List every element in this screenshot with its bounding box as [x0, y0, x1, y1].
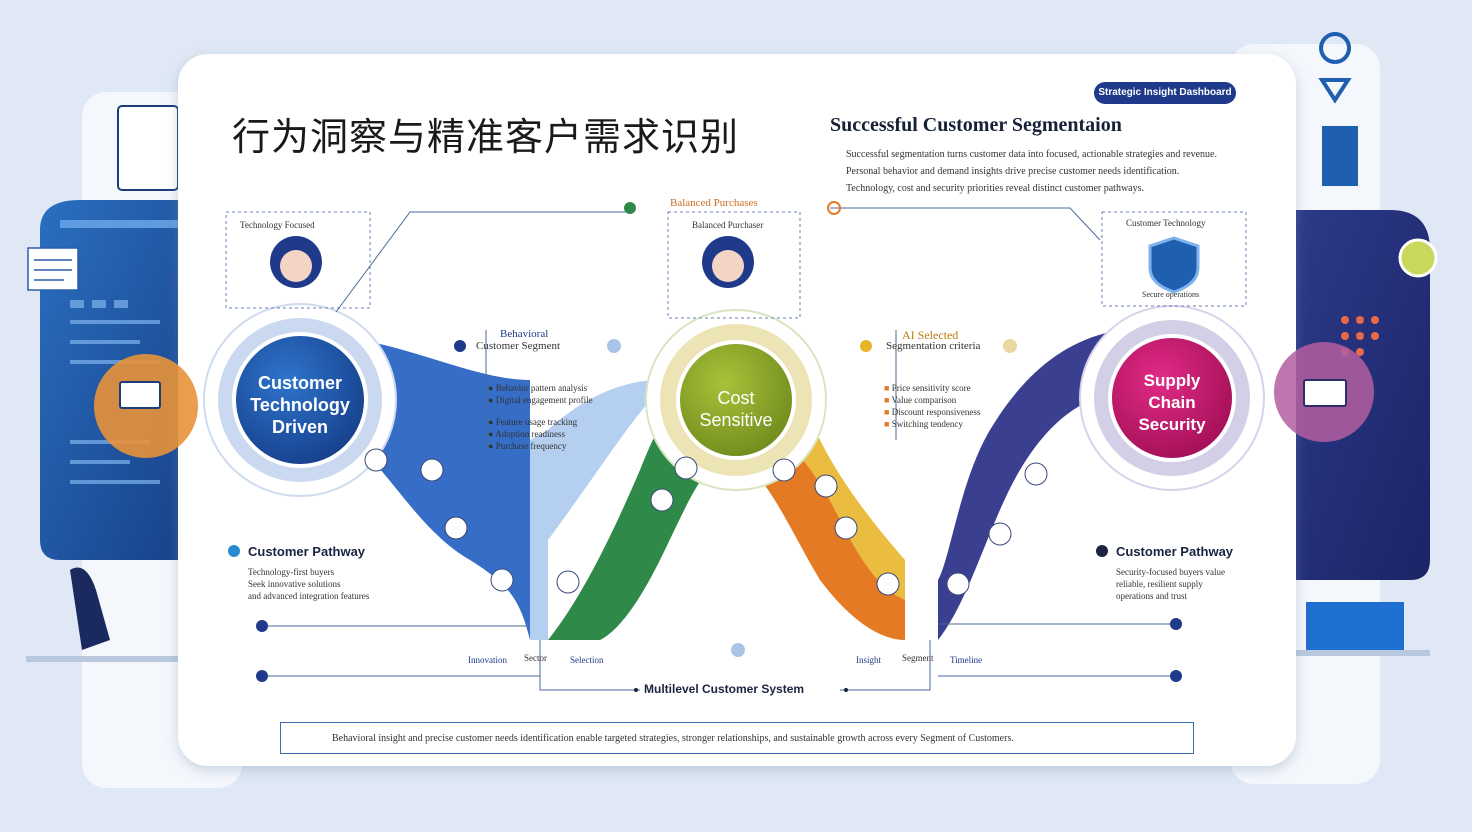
tech-persona-box	[225, 211, 371, 309]
right-pathway-text: Security-focused buyers value reliable, …	[1116, 566, 1225, 602]
cost-top-label: Balanced Purchases	[670, 197, 758, 209]
list-item: ● Purchase frequency	[488, 441, 567, 451]
mid-left-sub: Customer Segment	[476, 340, 561, 352]
mid-left-list: ● Behavior pattern analysis ● Digital en…	[488, 382, 593, 452]
mid-left-title: Behavioral	[500, 328, 549, 340]
bottom-label: Segment	[902, 653, 934, 663]
chart-icon	[1398, 238, 1438, 278]
pathway-line: Seek innovative solutions	[248, 579, 341, 589]
document-icon	[27, 247, 79, 291]
cost-persona-box	[667, 211, 801, 319]
supply-circle-label: Supply Chain Security	[1138, 371, 1206, 434]
pathway-line: reliable, resilient supply	[1116, 579, 1203, 589]
cost-circle	[676, 340, 796, 460]
bottom-label: Insight	[856, 655, 882, 665]
pathway-line: Security-focused buyers value	[1116, 567, 1225, 577]
supply-persona-box	[1101, 211, 1247, 307]
bottom-label: Selection	[570, 655, 604, 665]
right-box-icon	[1306, 602, 1404, 650]
list-item: ● Digital engagement profile	[488, 395, 593, 405]
list-item: ■ Switching tendency	[884, 419, 963, 429]
header-pill: Strategic Insight Dashboard	[1094, 82, 1236, 104]
pathway-line: and advanced integration features	[248, 591, 370, 601]
list-item: ● Feature usage tracking	[488, 417, 578, 427]
header-description: Successful segmentation turns customer d…	[846, 146, 1217, 197]
left-pathway-heading: Customer Pathway	[248, 544, 366, 559]
description-line: Technology, cost and security priorities…	[846, 183, 1145, 194]
description-line: Personal behavior and demand insights dr…	[846, 166, 1180, 177]
shield-icon	[1148, 236, 1200, 294]
tech-circle	[232, 332, 368, 468]
description-line: Successful segmentation turns customer d…	[846, 149, 1217, 160]
page-title-cn: 行为洞察与精准客户需求识别	[232, 115, 740, 159]
right-pathway-heading: Customer Pathway	[1116, 544, 1234, 559]
band-navy	[938, 330, 1120, 640]
left-pathway-text: Technology-first buyers Seek innovative …	[248, 566, 369, 602]
list-item: ● Adoption readiness	[488, 429, 565, 439]
shield-caption: Secure operations	[1142, 290, 1200, 299]
list-item: ● Behavior pattern analysis	[488, 383, 588, 393]
left-monitor-icon	[117, 105, 179, 191]
monitor-icon	[119, 381, 161, 409]
mid-right-sub: Segmentation criteria	[886, 340, 981, 352]
building-icon	[1322, 126, 1358, 186]
band-orange	[740, 430, 905, 640]
list-item: ■ Discount responsiveness	[884, 407, 981, 417]
cost-persona-label: Balanced Purchaser	[692, 220, 764, 230]
person-figure	[70, 567, 110, 650]
list-item: ■ Value comparison	[884, 395, 957, 405]
bottom-label: Sector	[524, 653, 547, 663]
mid-right-title: AI Selected	[902, 328, 959, 342]
supply-persona-label: Customer Technology	[1126, 218, 1206, 228]
pathway-line: operations and trust	[1116, 591, 1187, 601]
tech-circle-label: Customer Technology Driven	[250, 373, 350, 437]
location-pin-icon	[1318, 32, 1352, 104]
system-label: Multilevel Customer System	[644, 682, 805, 696]
bottom-label: Timeline	[950, 655, 983, 665]
supply-circle	[1108, 334, 1236, 462]
tech-persona-label: Technology Focused	[240, 220, 315, 230]
page-title-en: Successful Customer Segmentaion	[830, 114, 1122, 136]
pathway-line: Technology-first buyers	[248, 567, 335, 577]
cost-circle-label: Cost Sensitive	[699, 388, 773, 430]
footer-box	[280, 722, 1194, 754]
bottom-label: Innovation	[468, 655, 507, 665]
list-item: ■ Price sensitivity score	[884, 383, 971, 393]
mid-right-list: ■ Price sensitivity score ■ Value compar…	[884, 382, 980, 430]
footer-text: Behavioral insight and precise customer …	[332, 733, 1014, 744]
